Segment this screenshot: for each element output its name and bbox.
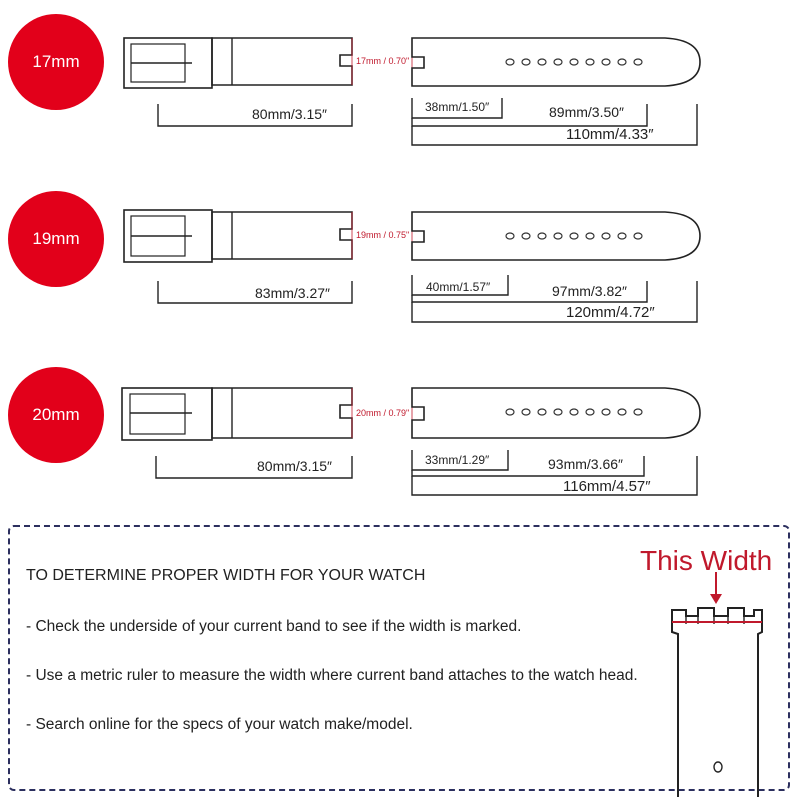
this-width-callout: This Width bbox=[640, 545, 773, 576]
tip-gap-label: 40mm/1.57″ bbox=[426, 280, 491, 294]
band-19mm: 19mm 19mm / 0.75" 83mm/3.27″ 40mm/1.57″ … bbox=[0, 177, 800, 337]
buckle-frame bbox=[121, 387, 213, 441]
buckle-length-label: 83mm/3.27″ bbox=[255, 285, 330, 301]
strap-drawing bbox=[123, 37, 701, 146]
size-badge-label: 20mm bbox=[32, 405, 80, 424]
size-badge: 19mm bbox=[8, 191, 104, 287]
buckle-length-label: 80mm/3.15″ bbox=[257, 458, 332, 474]
total-length-label: 110mm/4.33″ bbox=[566, 126, 654, 143]
size-badge: 17mm bbox=[8, 14, 104, 110]
tip-metric-ruler: - Use a metric ruler to measure the widt… bbox=[26, 667, 638, 684]
holes-length-label: 97mm/3.82″ bbox=[552, 283, 627, 299]
strap-holes bbox=[505, 408, 643, 416]
size-badge: 20mm bbox=[8, 367, 104, 463]
holes-length-label: 89mm/3.50″ bbox=[549, 104, 624, 120]
tip-gap-label: 33mm/1.29″ bbox=[425, 453, 490, 467]
dim-tip bbox=[411, 98, 503, 119]
dim-holes bbox=[411, 104, 648, 127]
dim-holes bbox=[411, 281, 648, 303]
dim-buckle bbox=[155, 456, 353, 479]
tip-gap-label: 38mm/1.50″ bbox=[425, 100, 490, 114]
strap-holes bbox=[505, 58, 643, 66]
buckle-frame bbox=[123, 209, 213, 263]
buckle-frame bbox=[123, 37, 213, 89]
instructions-panel: TO DETERMINE PROPER WIDTH FOR YOUR WATCH… bbox=[8, 525, 790, 797]
band-end-illustration bbox=[671, 572, 763, 797]
band-20mm: 20mm 20mm / 0.79" 80mm/3.15″ 33mm/1.29″ … bbox=[0, 352, 800, 512]
tip-check-underside: - Check the underside of your current ba… bbox=[26, 618, 522, 635]
holes-length-label: 93mm/3.66″ bbox=[548, 456, 623, 472]
width-label: 20mm / 0.79" bbox=[356, 408, 410, 418]
dim-total bbox=[411, 104, 698, 146]
strap-drawing bbox=[123, 209, 701, 323]
width-label: 19mm / 0.75" bbox=[356, 230, 410, 240]
dim-tip bbox=[411, 275, 509, 296]
dim-buckle bbox=[157, 281, 353, 304]
dim-holes bbox=[411, 456, 645, 477]
size-badge-label: 19mm bbox=[32, 229, 80, 248]
buckle-length-label: 80mm/3.15″ bbox=[252, 106, 327, 122]
tip-search-online: - Search online for the specs of your wa… bbox=[26, 716, 413, 733]
strap-drawing bbox=[121, 387, 701, 496]
band-17mm: 17mm 17mm / 0.70" 80mm/3.15″ 38mm/1.50″ … bbox=[0, 0, 800, 160]
dim-buckle bbox=[157, 104, 353, 127]
total-length-label: 116mm/4.57″ bbox=[563, 478, 651, 495]
dim-total bbox=[411, 281, 698, 323]
strap-holes bbox=[505, 232, 643, 240]
instructions-title: TO DETERMINE PROPER WIDTH FOR YOUR WATCH bbox=[26, 567, 426, 584]
size-badge-label: 17mm bbox=[32, 52, 80, 71]
dim-total bbox=[411, 456, 698, 496]
dim-tip bbox=[411, 450, 509, 471]
strap-hole bbox=[713, 761, 723, 773]
total-length-label: 120mm/4.72″ bbox=[566, 304, 655, 321]
width-label: 17mm / 0.70" bbox=[356, 56, 410, 66]
